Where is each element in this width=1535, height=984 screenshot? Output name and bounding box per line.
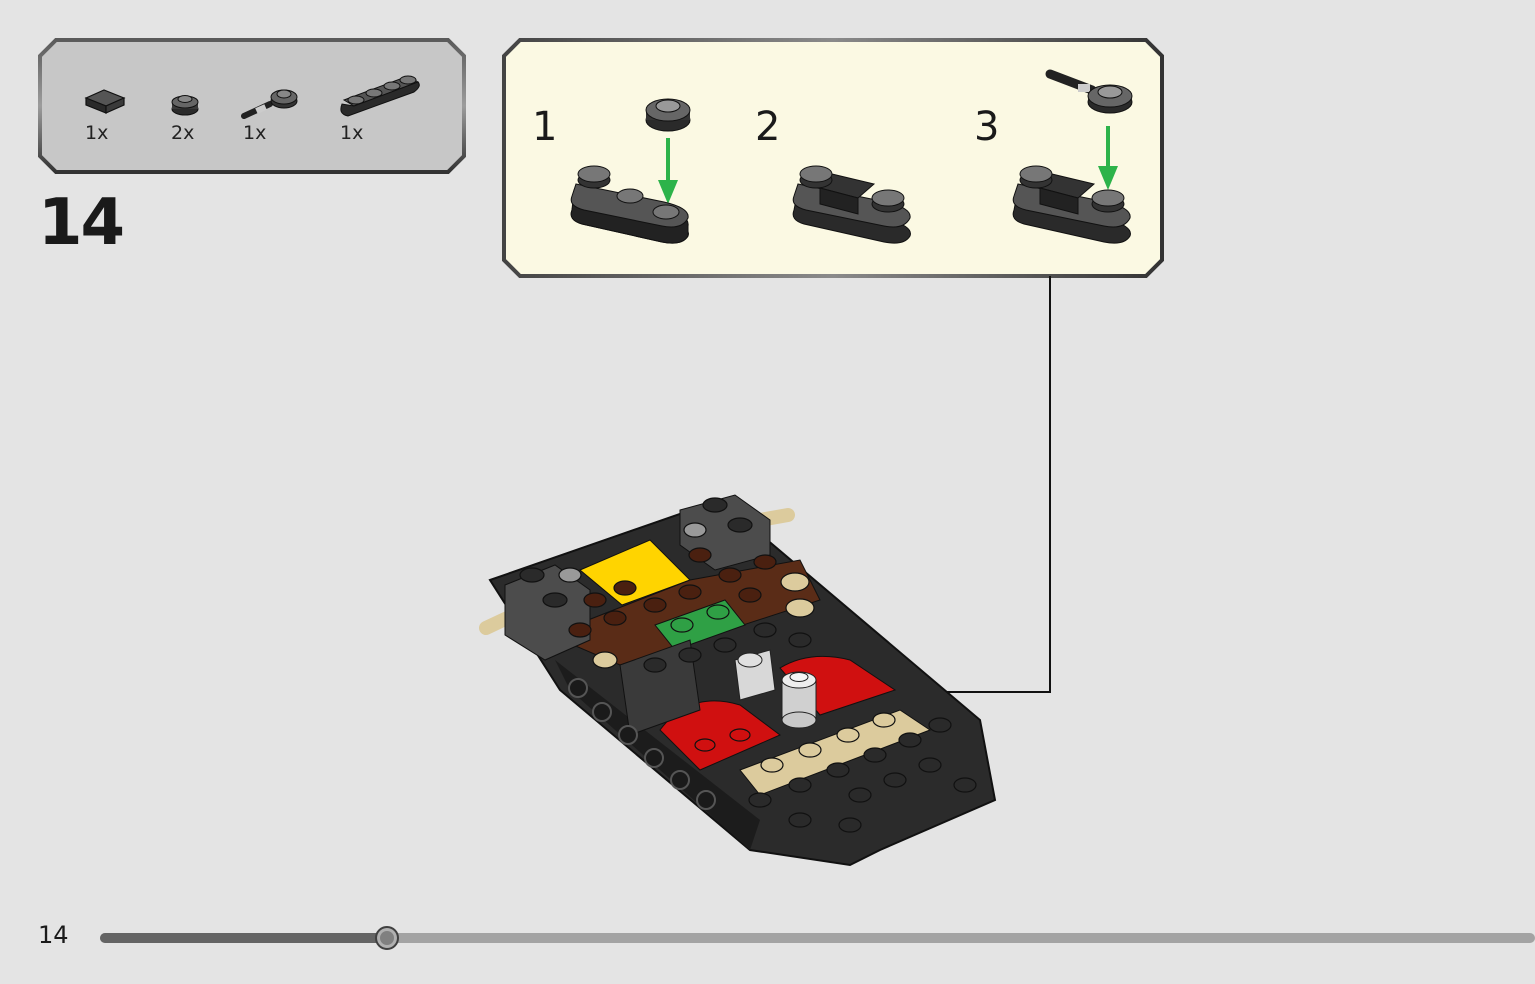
progress-fill [100,933,387,943]
plate-with-bar-dark-gray-icon [241,89,298,119]
page-number: 14 [38,921,69,949]
part-qty-3: 1x [243,122,267,144]
plate-1x4-rounded-dark-gray-icon [340,75,420,117]
parts-list-panel: 1x 2x 1x 1x [38,38,466,174]
sub-step-3-label: 3 [974,104,1000,150]
progress-knob[interactable] [375,926,399,950]
part-qty-1: 1x [85,122,109,144]
sub-step-3-arrow-icon [1098,126,1118,190]
callout-line [826,276,1051,706]
sub-step-1-round-plate [645,98,691,132]
sub-step-1-arrow-icon [658,138,678,204]
sub-assembly-illustrations [570,69,1133,244]
sub-assembly-panel: 1 2 3 [502,38,1164,278]
parts-panel-frame [38,38,466,174]
sub-step-1-label: 1 [532,104,558,150]
new-part-placement [734,649,817,729]
sub-step-3-bar-plate [1045,69,1133,114]
parts-icons [84,75,420,119]
tile-1x1-dark-gray-icon [84,89,126,114]
sub-step-2-label: 2 [755,104,781,150]
part-qty-2: 2x [171,122,195,144]
car-studs [519,497,977,833]
sub-step-1-plate [570,165,689,244]
car-side-holes [568,678,716,810]
step-number: 14 [38,186,125,260]
car-chassis [479,494,997,867]
sub-step-3-assembly [1012,165,1131,244]
progress-track [100,933,1535,943]
round-plate-1x1-dark-gray-icon [171,95,199,116]
sub-step-2-assembly [792,165,911,244]
part-qty-4: 1x [340,122,364,144]
